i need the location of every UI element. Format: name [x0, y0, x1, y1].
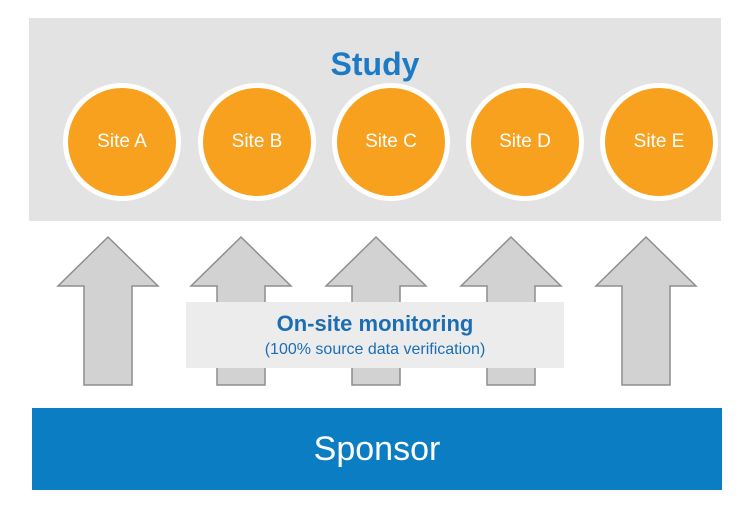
site-a-label: Site A [68, 88, 176, 196]
site-e-node: Site E [600, 83, 718, 201]
sponsor-bar: Sponsor [32, 408, 722, 490]
site-b-node: Site B [198, 83, 316, 201]
site-b-label: Site B [203, 88, 311, 196]
up-arrow-e [594, 235, 698, 386]
site-a-node: Site A [63, 83, 181, 201]
site-d-label: Site D [471, 88, 579, 196]
site-e-label: Site E [605, 88, 713, 196]
monitoring-box: On-site monitoring (100% source data ver… [186, 302, 564, 368]
study-title: Study [330, 46, 420, 82]
site-c-node: Site C [332, 83, 450, 201]
monitoring-subtitle: (100% source data verification) [264, 341, 486, 358]
site-d-node: Site D [466, 83, 584, 201]
sponsor-label: Sponsor [313, 430, 441, 468]
site-c-label: Site C [337, 88, 445, 196]
up-arrow-a [56, 235, 160, 386]
monitoring-title: On-site monitoring [276, 311, 474, 336]
